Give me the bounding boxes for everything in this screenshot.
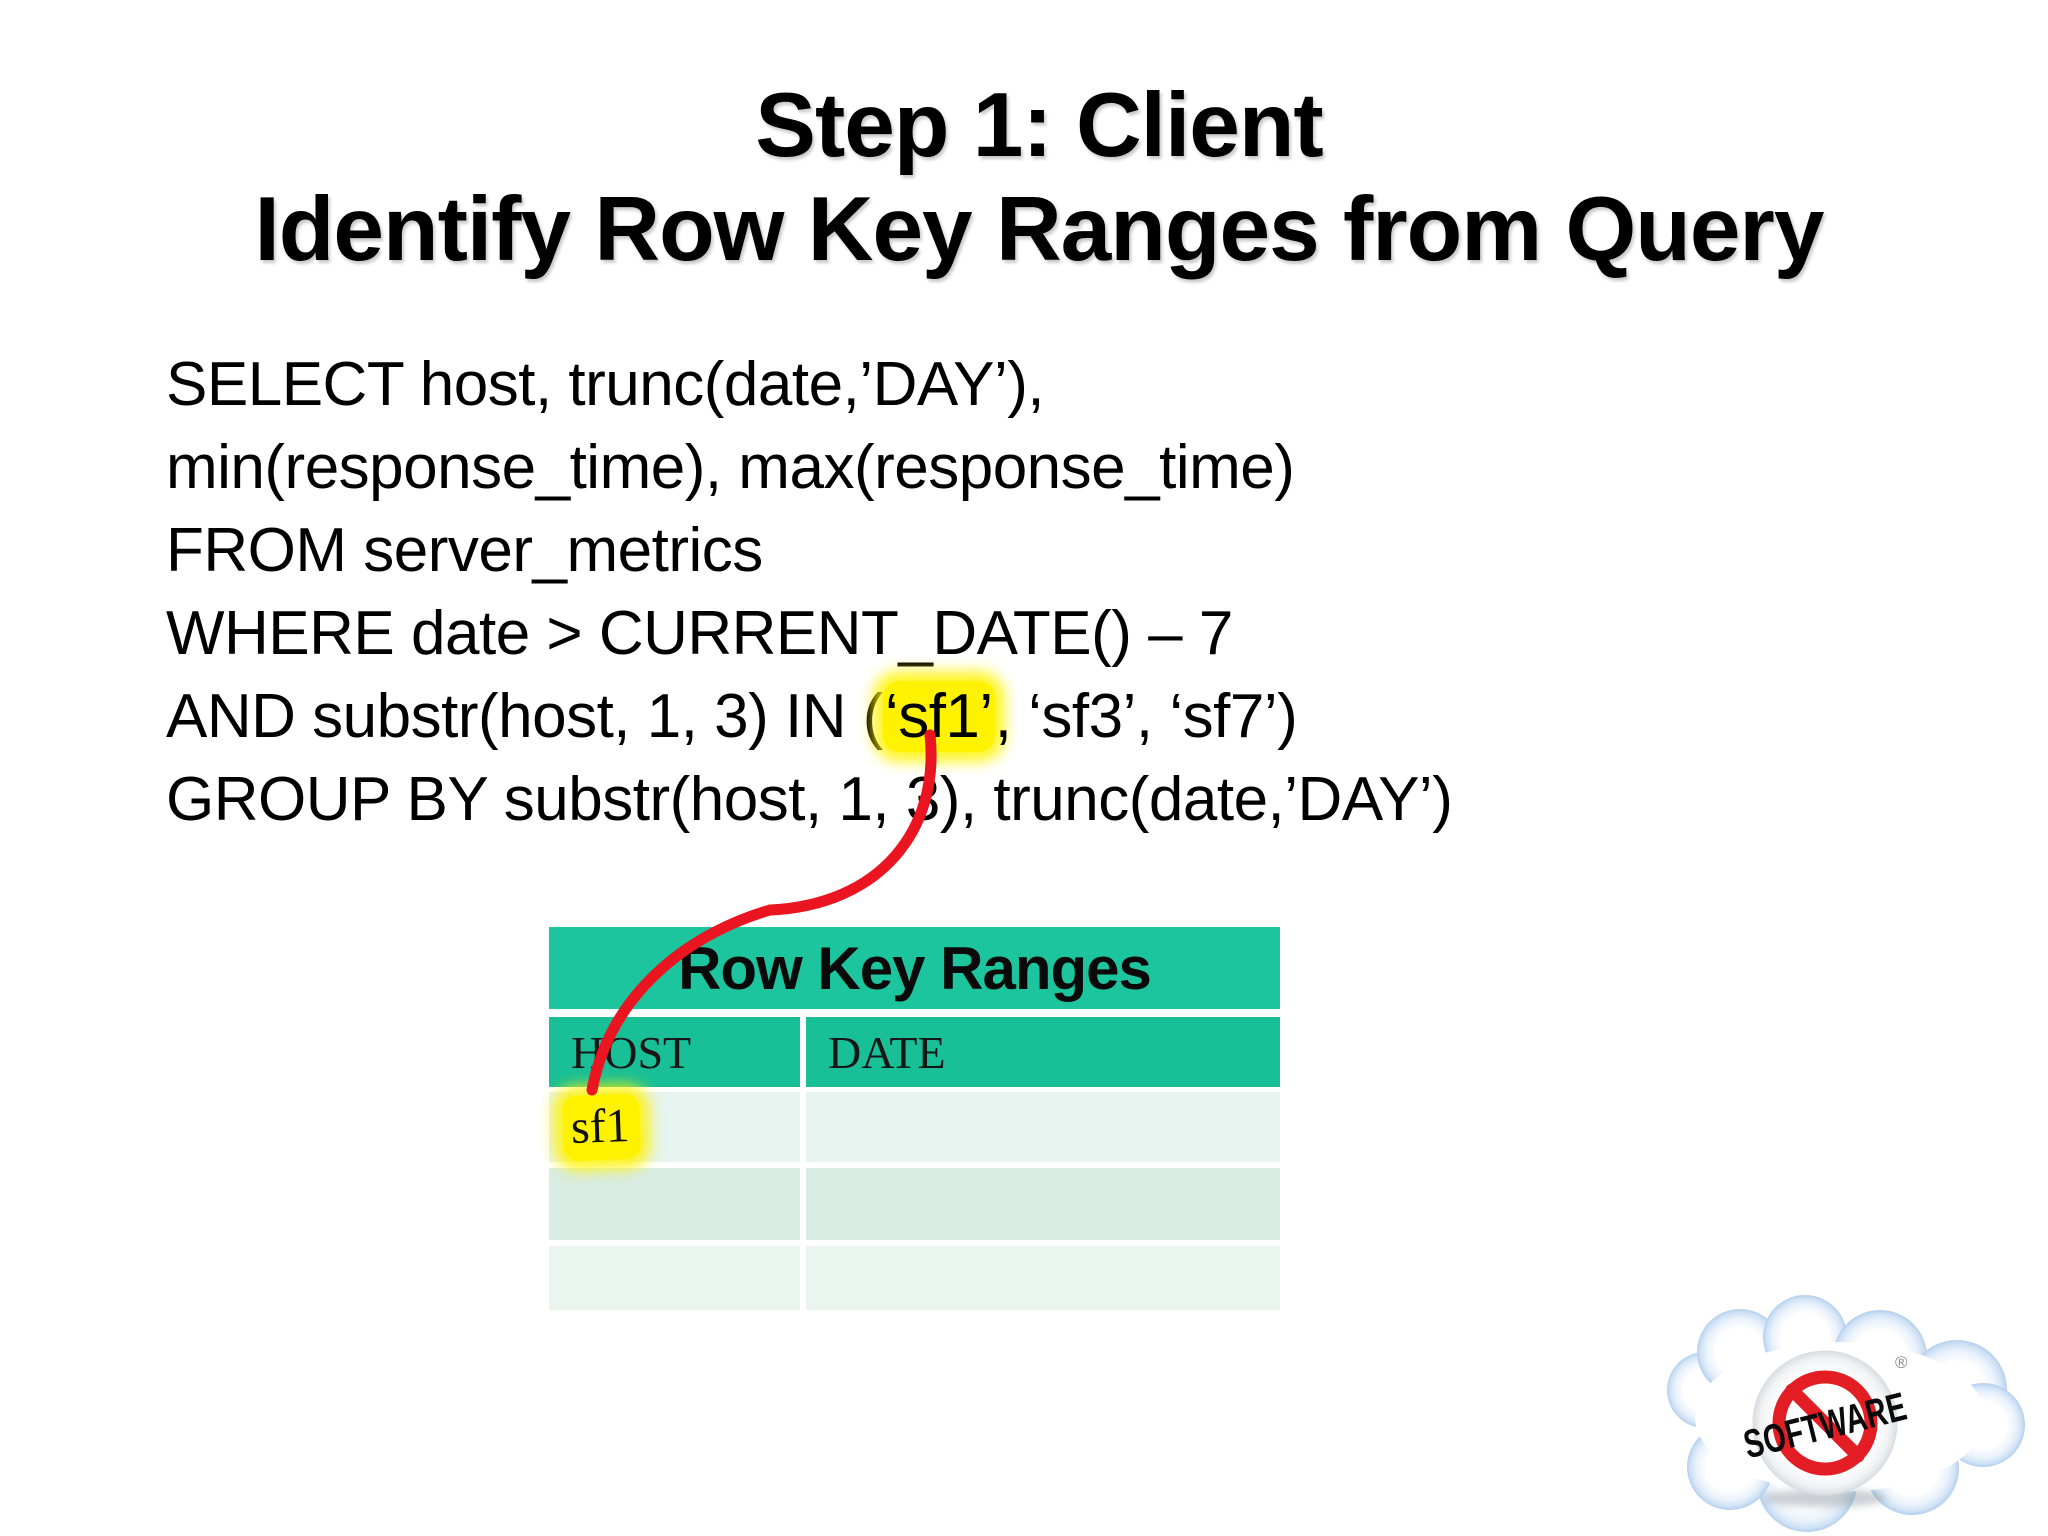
table-title: Row Key Ranges — [549, 927, 1280, 1009]
sql-line-from: FROM server_metrics — [166, 516, 763, 585]
sql-line-minmax: min(response_time), max(response_time) — [166, 433, 1295, 502]
sql-highlight-sf1: ‘sf1’ — [882, 681, 995, 752]
column-header-host: HOST — [549, 1017, 800, 1087]
sql-line-select: SELECT host, trunc(date,’DAY’), — [166, 350, 1045, 419]
sql-and-post: , ‘sf3’, ‘sf7’) — [994, 682, 1298, 751]
slide-title-line1: Step 1: Client — [755, 75, 1323, 176]
column-header-date: DATE — [806, 1017, 1280, 1087]
sql-query: SELECT host, trunc(date,’DAY’), min(resp… — [166, 343, 1453, 841]
cell-host-3 — [549, 1246, 800, 1310]
table-header-row: HOST DATE — [549, 1017, 1280, 1087]
no-software-cloud-logo: SOFTWARE ® — [1667, 1295, 2025, 1532]
slide-title: Step 1: Client Identify Row Key Ranges f… — [15, 74, 2048, 282]
cell-date-1 — [806, 1092, 1280, 1162]
no-software-badge-icon: SOFTWARE ® — [1739, 1350, 1911, 1496]
sql-and-pre: AND substr(host, 1, 3) IN ( — [166, 682, 883, 751]
row-key-ranges-table: Row Key Ranges HOST DATE sf1 — [549, 927, 1280, 1310]
slide-title-line2: Identify Row Key Ranges from Query — [254, 179, 1825, 280]
badge-shadow — [1763, 1489, 1887, 1507]
highlighted-cell-sf1: sf1 — [561, 1093, 641, 1161]
cell-host-1: sf1 — [549, 1092, 800, 1162]
table-row: sf1 — [549, 1092, 1280, 1162]
sql-line-groupby: GROUP BY substr(host, 1, 3), trunc(date,… — [166, 765, 1453, 834]
sql-line-where: WHERE date > CURRENT_DATE() – 7 — [166, 599, 1233, 668]
registered-mark: ® — [1895, 1353, 1908, 1372]
cell-host-2 — [549, 1168, 800, 1240]
sql-line-and: AND substr(host, 1, 3) IN (‘sf1’, ‘sf3’,… — [166, 675, 1452, 758]
table-row — [549, 1168, 1280, 1240]
cell-date-3 — [806, 1246, 1280, 1310]
table-row — [549, 1246, 1280, 1310]
cell-date-2 — [806, 1168, 1280, 1240]
